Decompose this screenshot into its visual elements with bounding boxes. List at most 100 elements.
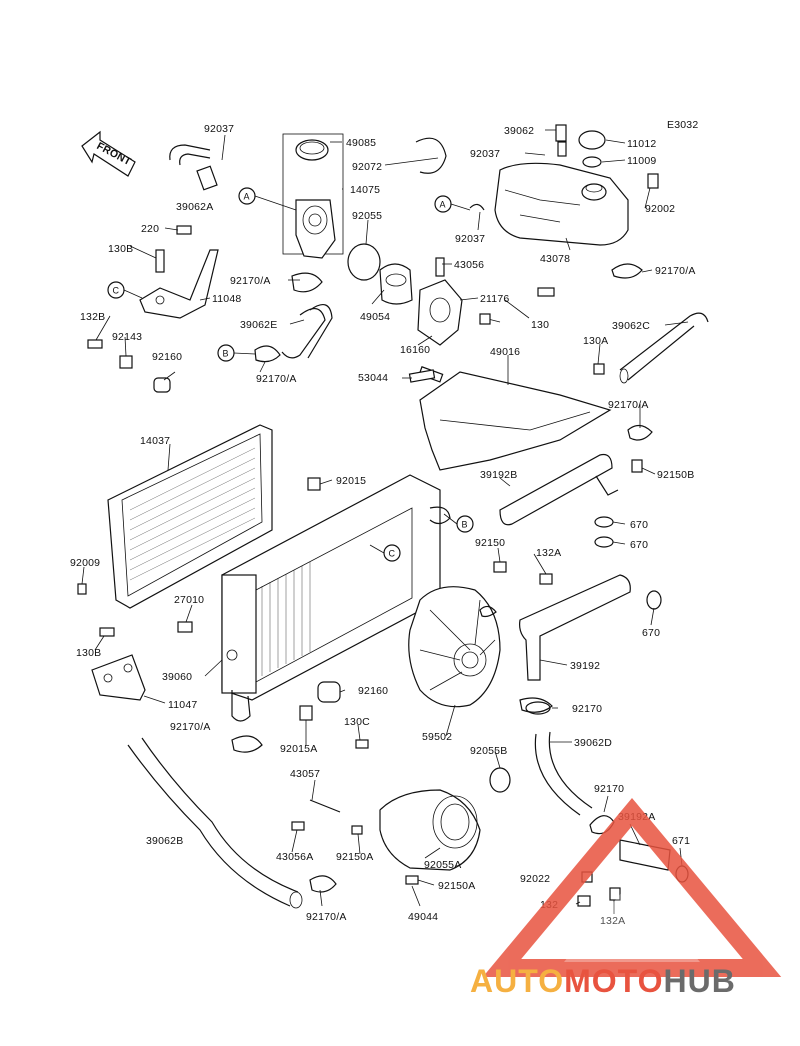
svg-text:A: A	[244, 192, 250, 202]
callout-a-1: A	[238, 187, 256, 205]
cover-49016	[418, 366, 612, 471]
part-label: 92055B	[470, 745, 507, 757]
part-label: 39062D	[574, 737, 612, 749]
part-label: 92170/A	[608, 399, 649, 411]
svg-text:AUTOMOTOHUB: AUTOMOTOHUB	[470, 963, 736, 999]
clamp-92170	[519, 697, 553, 713]
rubber-mount	[317, 681, 341, 703]
cooling-fan	[408, 586, 501, 708]
part-label: 92150B	[657, 469, 694, 481]
watermark-logo	[482, 797, 782, 977]
part-label: 670	[630, 519, 648, 531]
watermark-moto: MOTO	[564, 963, 663, 999]
part-label: 92037	[455, 233, 485, 245]
part-label: 11012	[627, 138, 656, 150]
bolt-132b	[87, 339, 103, 349]
callout-b-1: B	[217, 344, 235, 362]
part-label: 132A	[536, 547, 561, 559]
part-label: 92015	[336, 475, 366, 487]
part-label: 16160	[400, 344, 430, 356]
part-label: 39062	[504, 125, 534, 137]
part-label: 43057	[290, 768, 320, 780]
part-label: 92150A	[438, 880, 475, 892]
reservoir-tank	[469, 124, 659, 279]
clip-92015a	[299, 705, 313, 721]
part-label: 132B	[80, 311, 105, 323]
clip-92015	[307, 477, 321, 491]
bracket-11047	[77, 583, 193, 701]
svg-text:B: B	[462, 520, 468, 530]
part-label: 220	[141, 223, 159, 235]
part-label: 92170/A	[170, 721, 211, 733]
diagram-code: E3032	[667, 119, 698, 131]
leader-lines	[81, 129, 689, 914]
part-label: 92037	[470, 148, 500, 160]
part-label: 39192	[570, 660, 600, 672]
pipe-39192	[519, 574, 662, 715]
hose-39062c	[619, 312, 709, 384]
part-label: 39062A	[176, 201, 213, 213]
part-label: 21176	[480, 293, 509, 305]
pin-53044	[408, 369, 436, 383]
part-label: 132A	[600, 915, 625, 927]
part-label: 92170/A	[306, 911, 347, 923]
rubber-92160	[153, 377, 171, 393]
part-label: 39062B	[146, 835, 183, 847]
part-label: 130C	[344, 716, 370, 728]
part-label: 671	[672, 835, 690, 847]
part-label: 92072	[352, 161, 382, 173]
part-label: 92002	[645, 203, 675, 215]
water-pump	[291, 739, 511, 885]
callout-b-2: B	[456, 515, 474, 533]
part-label: 43078	[540, 253, 570, 265]
part-labels: 92037 49085 92072 14075 39062A 92055 220…	[70, 123, 696, 927]
front-arrow-icon: FRONT	[81, 130, 136, 177]
part-label: 130B	[108, 243, 133, 255]
thermostat-assembly	[379, 257, 555, 346]
part-label: 670	[630, 539, 648, 551]
nut-92143	[119, 355, 133, 369]
part-label: 92055	[352, 210, 382, 222]
part-label: 43056A	[276, 851, 313, 863]
watermark-auto: AUTO	[470, 963, 564, 999]
part-label: 92160	[152, 351, 182, 363]
part-label: 92037	[204, 123, 234, 135]
callout-a-2: A	[434, 195, 452, 213]
part-label: 49016	[490, 346, 520, 358]
part-label: 49044	[408, 911, 438, 923]
part-label: 92170/A	[256, 373, 297, 385]
filler-neck-assembly	[139, 133, 447, 363]
part-label: 11048	[212, 293, 241, 305]
bolt-132a	[539, 573, 553, 585]
part-label: 92015A	[280, 743, 317, 755]
part-label: 92170	[572, 703, 602, 715]
watermark-hub: HUB	[663, 963, 735, 999]
bolt-92150b	[631, 459, 643, 473]
svg-text:C: C	[113, 286, 120, 296]
svg-text:B: B	[223, 349, 229, 359]
clip-fan	[479, 605, 497, 618]
part-label: 92170/A	[230, 275, 271, 287]
part-label: 92143	[112, 331, 142, 343]
part-label: 49054	[360, 311, 390, 323]
svg-text:A: A	[440, 200, 446, 210]
bolt-92150	[493, 561, 507, 573]
part-label: 39060	[162, 671, 192, 683]
callout-c-2: C	[383, 544, 401, 562]
part-label: 14075	[350, 184, 380, 196]
part-label: 92022	[520, 873, 550, 885]
part-label: 92009	[70, 557, 100, 569]
part-label: 92170	[594, 783, 624, 795]
part-label: 92055A	[424, 859, 461, 871]
part-label: 27010	[174, 594, 204, 606]
part-label: 59502	[422, 731, 452, 743]
part-label: 92170/A	[655, 265, 696, 277]
pipe-39192b	[499, 453, 619, 548]
part-label: 670	[642, 627, 660, 639]
radiator-screen	[107, 424, 273, 609]
part-label: 92150	[475, 537, 505, 549]
part-label: 39192B	[480, 469, 517, 481]
part-label: 92160	[358, 685, 388, 697]
part-label: 11009	[627, 155, 656, 167]
hose-39062b	[127, 735, 337, 909]
